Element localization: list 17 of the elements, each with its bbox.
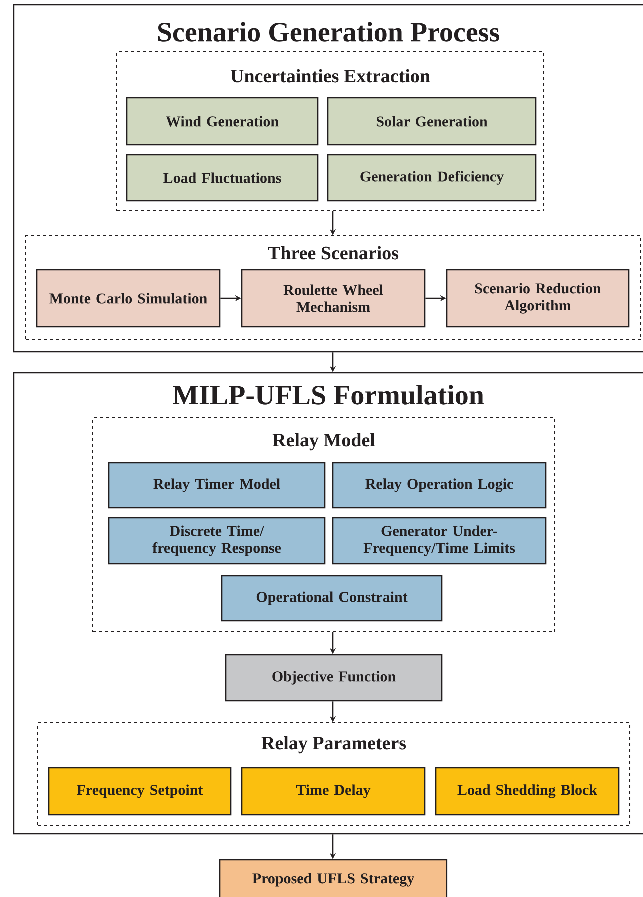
process-box: Generator Under-Frequency/Time Limits xyxy=(332,517,547,565)
process-box: Load Fluctuations xyxy=(126,154,319,202)
process-box: Discrete Time/ frequency Response xyxy=(108,517,326,565)
process-box: Objective Function xyxy=(225,654,443,702)
process-box: Generation Deficiency xyxy=(327,154,537,202)
process-box: Relay Timer Model xyxy=(108,462,326,509)
process-box: Scenario Reduction Algorithm xyxy=(446,269,630,328)
process-box: Monte Carlo Simulation xyxy=(36,269,221,328)
process-box: Proposed UFLS Strategy xyxy=(219,859,448,897)
process-box: Load Shedding Block xyxy=(435,767,620,816)
process-box: Wind Generation xyxy=(126,97,319,146)
process-box: Relay Operation Logic xyxy=(332,462,547,509)
process-box: Time Delay xyxy=(241,767,426,816)
process-box: Operational Constraint xyxy=(221,575,443,622)
process-box: Roulette Wheel Mechanism xyxy=(241,269,426,328)
process-box: Solar Generation xyxy=(327,97,537,146)
process-box: Frequency Setpoint xyxy=(48,767,232,816)
